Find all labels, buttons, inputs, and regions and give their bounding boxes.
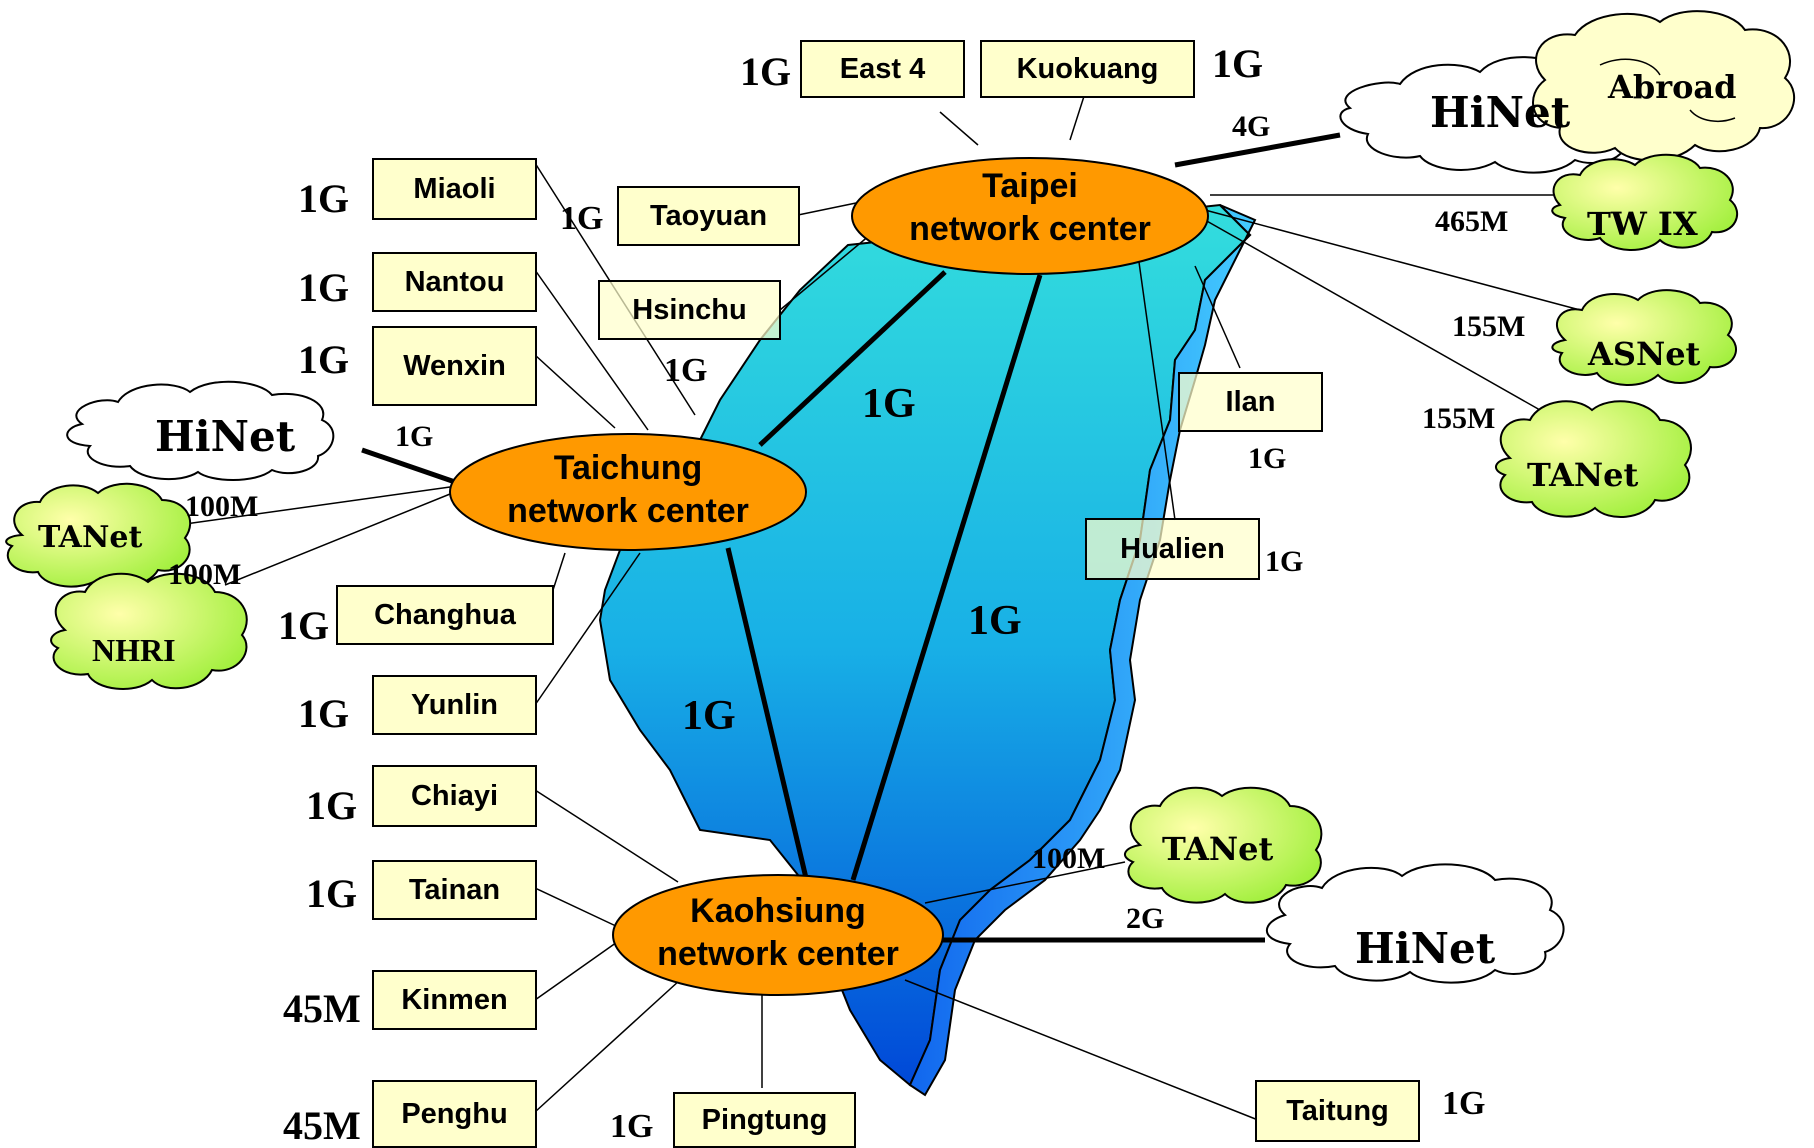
site-pingtung: Pingtung: [673, 1092, 856, 1148]
bw-taitung: 1G: [1442, 1085, 1486, 1122]
twix-cloud: [1551, 153, 1739, 251]
site-kuokuang: Kuokuang: [980, 40, 1195, 98]
site-chiayi: Chiayi: [372, 765, 537, 827]
bw-backbone-taipei-taichung: 1G: [862, 381, 916, 427]
abroad-cloud: [1532, 10, 1796, 162]
site-taitung: Taitung: [1255, 1080, 1420, 1142]
bw-tanet-south: 100M: [1032, 842, 1106, 875]
hinet-west-label: HiNet: [155, 412, 296, 461]
tanet-north-label: TANet: [1527, 456, 1639, 494]
hinet-cloud-west: [66, 380, 335, 481]
site-taoyuan: Taoyuan: [617, 186, 800, 246]
site-wenxin: Wenxin: [372, 326, 537, 406]
asnet-label: ASNet: [1588, 335, 1701, 373]
nhri-cloud: [50, 572, 248, 690]
bw-twix: 465M: [1435, 205, 1509, 238]
kaohsiung-center-label: Kaohsiung network center: [657, 892, 899, 973]
bw-hualien: 1G: [1265, 545, 1304, 578]
bw-tanet-north: 155M: [1422, 402, 1496, 435]
taichung-center-label: Taichung network center: [507, 449, 749, 530]
bw-ilan: 1G: [1248, 442, 1287, 475]
backbone-links: [361, 132, 1341, 943]
taipei-center-label: Taipei network center: [909, 167, 1151, 248]
tanet-cloud-south: [1123, 786, 1323, 904]
bw-pingtung: 1G: [610, 1108, 654, 1145]
tanet-cloud-west: [5, 482, 191, 588]
nhri-label: NHRI: [92, 632, 176, 668]
bw-wenxin: 1G: [298, 337, 350, 382]
bw-asnet: 155M: [1452, 310, 1526, 343]
tanet-south-label: TANet: [1162, 830, 1274, 868]
bw-kinmen: 45M: [283, 986, 361, 1031]
site-hsinchu: Hsinchu: [598, 280, 781, 340]
site-ilan: Ilan: [1178, 372, 1323, 432]
taipei-center-ellipse: [851, 157, 1209, 275]
bw-tanet-west: 100M: [185, 490, 259, 523]
taichung-center-ellipse: [449, 433, 807, 551]
bw-changhua: 1G: [278, 603, 330, 648]
site-east4: East 4: [800, 40, 965, 98]
twix-label: TW IX: [1587, 205, 1698, 243]
bw-kuokuang: 1G: [1212, 41, 1264, 86]
site-nantou: Nantou: [372, 252, 537, 312]
abroad-label: Abroad: [1608, 68, 1737, 106]
site-tainan: Tainan: [372, 860, 537, 920]
bw-miaoli: 1G: [298, 176, 350, 221]
bw-hinet-south: 2G: [1126, 902, 1165, 935]
thin-links: [177, 89, 1581, 1121]
kaohsiung-center-ellipse: [612, 874, 944, 996]
hinet-north-label: HiNet: [1430, 88, 1571, 137]
hinet-south-label: HiNet: [1355, 924, 1496, 973]
bw-hsinchu: 1G: [664, 352, 708, 389]
bw-yunlin: 1G: [298, 691, 350, 736]
bw-nhri: 100M: [168, 558, 242, 591]
bw-tainan: 1G: [306, 871, 358, 916]
bw-penghu: 45M: [283, 1103, 361, 1148]
bw-backbone-taipei-kaohsiung: 1G: [968, 598, 1022, 644]
bw-nantou: 1G: [298, 265, 350, 310]
bw-east4: 1G: [740, 49, 792, 94]
hinet-cloud-south: [1266, 863, 1565, 984]
bw-chiayi: 1G: [306, 783, 358, 828]
bw-hinet-north: 4G: [1232, 110, 1271, 143]
site-yunlin: Yunlin: [372, 675, 537, 735]
site-miaoli: Miaoli: [372, 158, 537, 220]
tanet-west-label: TANet: [38, 520, 143, 555]
site-hualien: Hualien: [1085, 518, 1260, 580]
bw-taoyuan: 1G: [560, 200, 604, 237]
site-kinmen: Kinmen: [372, 970, 537, 1030]
bw-hinet-west: 1G: [395, 420, 434, 453]
asnet-cloud: [1551, 289, 1737, 386]
site-changhua: Changhua: [336, 585, 554, 645]
bw-backbone-taichung-kaohsiung: 1G: [682, 693, 736, 739]
tanet-cloud-north: [1495, 400, 1692, 519]
site-penghu: Penghu: [372, 1080, 537, 1148]
